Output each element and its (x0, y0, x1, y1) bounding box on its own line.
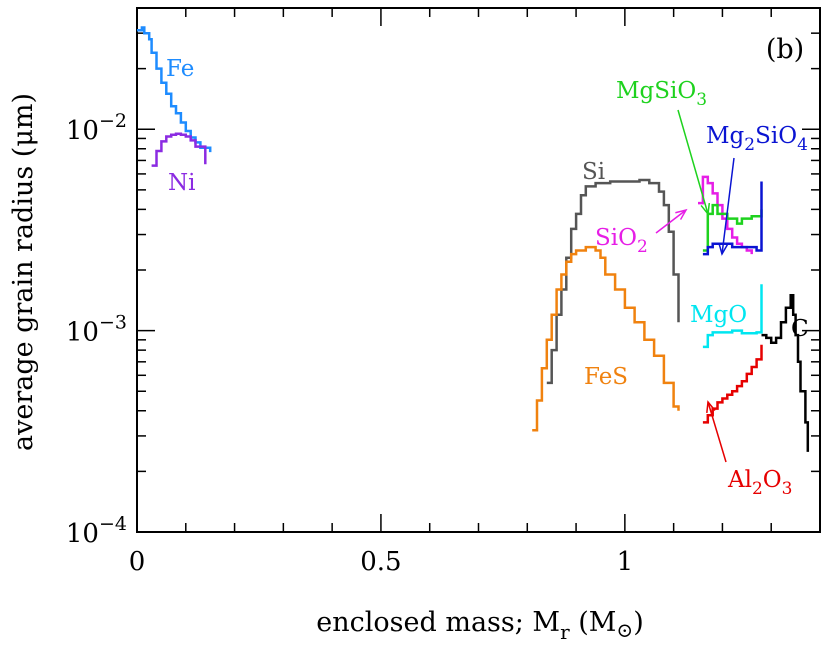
series-label-c: C (791, 316, 809, 342)
series-line-fes (532, 245, 680, 432)
series-lines (137, 26, 810, 452)
y-tick-label: 10−2 (66, 110, 127, 146)
panel-label: (b) (766, 34, 804, 65)
plot-frame (136, 7, 821, 533)
y-axis-title: average grain radius (μm) (8, 93, 39, 451)
series-label-al2o3: Al2O3 (727, 467, 792, 499)
series-line-sio2 (698, 175, 753, 255)
series-line-al2o3 (702, 344, 763, 424)
series-label-mg2sio4: Mg2SiO4 (706, 123, 808, 155)
arrowhead-sio2 (675, 208, 688, 220)
series-label-fes: FeS (584, 364, 628, 390)
x-tick-label: 0.5 (360, 547, 401, 577)
series-label-sio2: SiO2 (595, 225, 648, 257)
x-tick-label: 1 (617, 547, 634, 577)
arrowhead-mgsio3 (700, 202, 711, 216)
arrowhead-al2o3 (706, 400, 716, 414)
x-tick-label: 0 (129, 547, 146, 577)
tick-labels: 0 0.5 1 10−4 10−3 10−2 (66, 110, 633, 577)
y-tick-label: 10−4 (66, 513, 127, 549)
x-axis-title: enclosed mass; Mr (M⊙) (316, 607, 643, 644)
arrow-mg2sio4 (721, 157, 735, 255)
series-label-mgo: MgO (690, 302, 747, 328)
arrow-sio2 (655, 209, 687, 234)
y-tick-label: 10−3 (66, 312, 127, 348)
series-line-c (761, 293, 810, 452)
series-line-fe (137, 26, 212, 153)
arrowhead-mg2sio4 (718, 243, 729, 256)
series-line-ni (151, 132, 207, 167)
series-label-mgsio3: MgSiO3 (616, 78, 707, 110)
arrow-mgsio3 (677, 109, 709, 215)
series-line-mgsio3 (702, 203, 763, 252)
arrow-al2o3 (707, 401, 727, 463)
series-label-si: Si (582, 159, 605, 185)
series-line-si (546, 178, 680, 385)
series-line-mg2sio4 (702, 181, 763, 256)
series-line-mgo (702, 284, 763, 349)
plot-background (136, 7, 821, 533)
series-label-fe: Fe (166, 56, 194, 82)
series-label-ni: Ni (168, 170, 195, 196)
axis-ticks (136, 7, 821, 533)
